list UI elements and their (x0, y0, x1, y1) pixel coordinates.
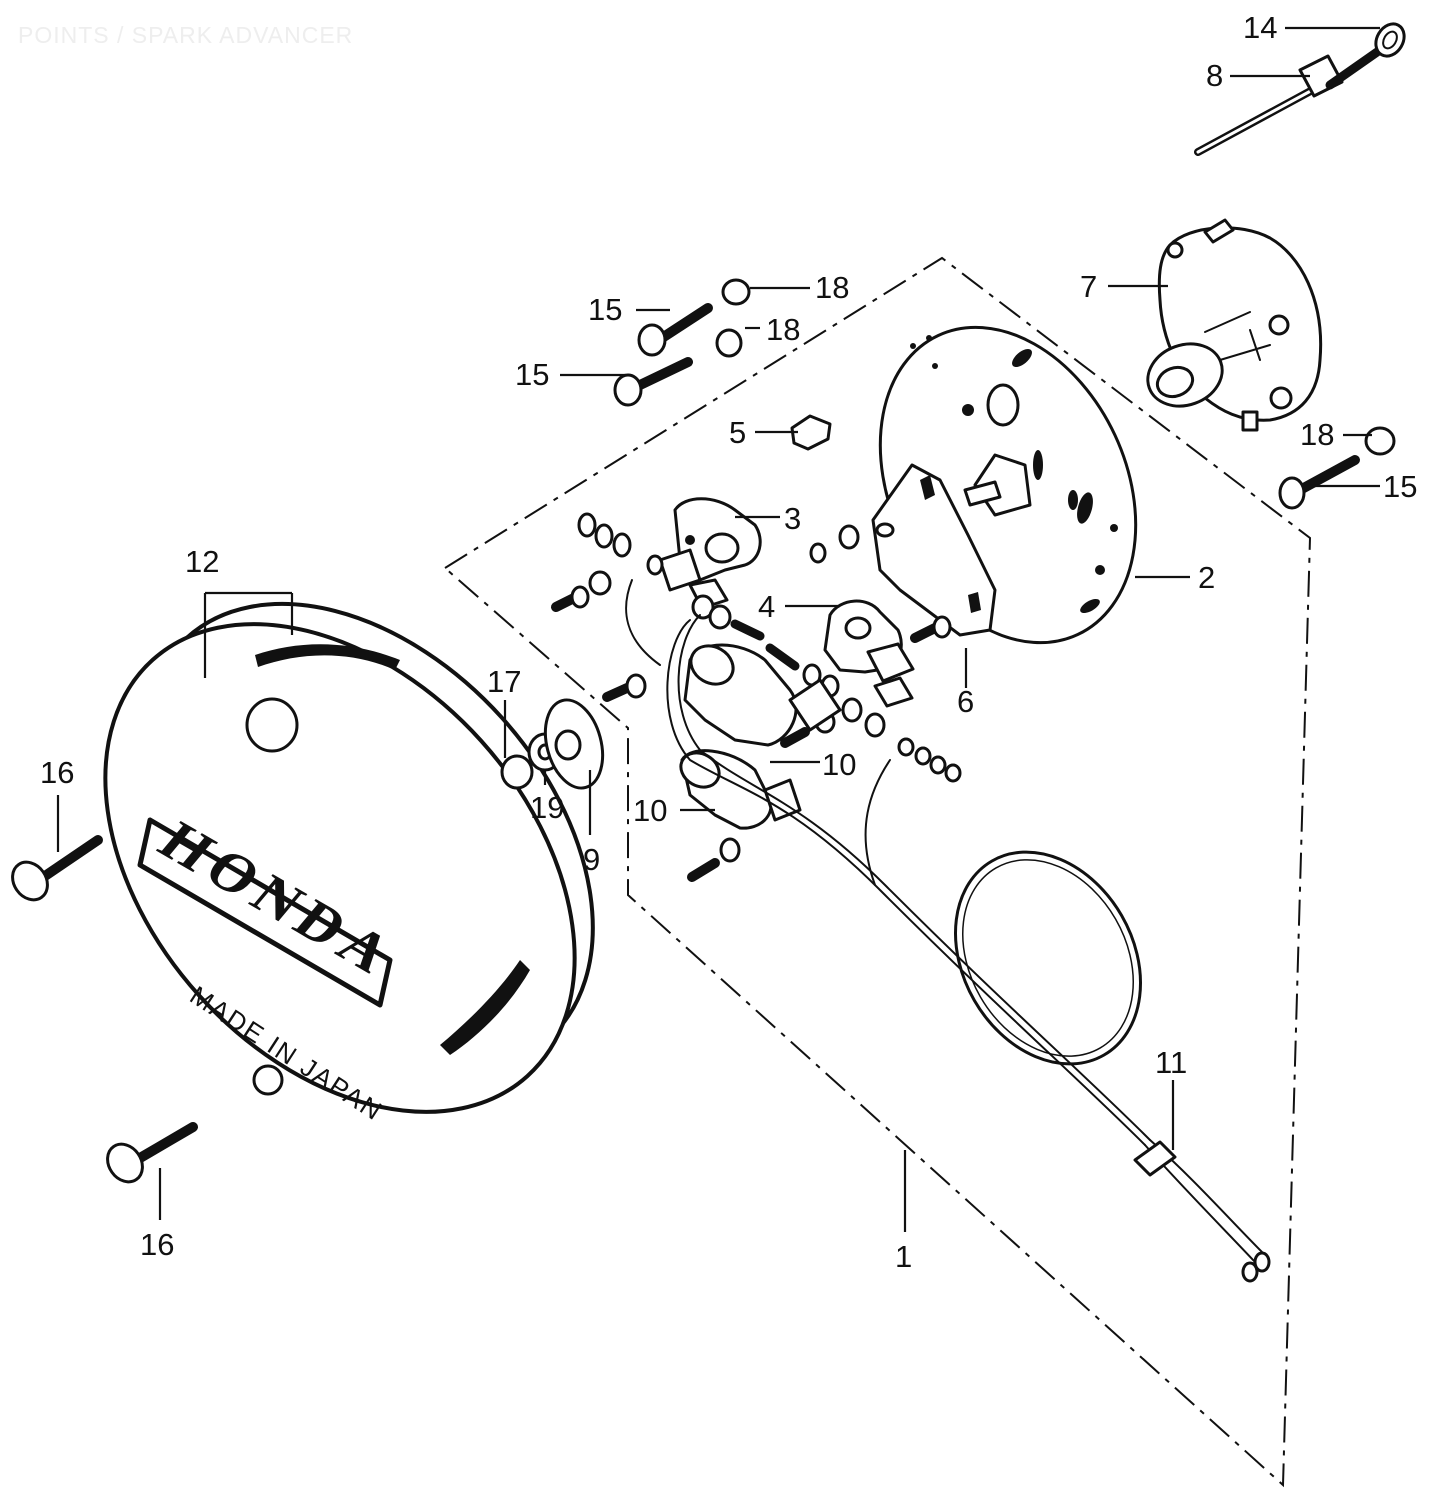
callout-3: 3 (784, 501, 801, 536)
cam-washers (500, 698, 605, 790)
callout-10: 10 (822, 747, 856, 782)
contact-points-lower (823, 599, 915, 708)
callout-15: 15 (1383, 469, 1417, 504)
callout-19: 19 (530, 790, 564, 825)
callout-7: 7 (1080, 269, 1097, 304)
callout-11: 11 (1155, 1045, 1187, 1080)
callout-18: 18 (1300, 417, 1334, 452)
callout-15: 15 (515, 357, 549, 392)
callout-15: 15 (588, 292, 622, 327)
spark-advancer (1146, 218, 1323, 432)
contact-points-upper (658, 497, 762, 610)
callout-18: 18 (815, 270, 849, 305)
callout-10: 10 (633, 793, 667, 828)
callouts: 14 8 18 15 18 15 7 5 18 15 3 2 4 6 12 17… (40, 10, 1417, 1274)
advancer-bolt (1194, 22, 1406, 156)
callout-5: 5 (729, 415, 746, 450)
callout-1: 1 (895, 1239, 912, 1274)
page-title: POINTS / SPARK ADVANCER (18, 22, 354, 48)
wiring-harness (625, 579, 1271, 1283)
sub-plate (871, 463, 997, 637)
callout-2: 2 (1198, 560, 1215, 595)
callout-8: 8 (1206, 58, 1223, 93)
points-cover: HONDA MADE IN JAPAN (103, 601, 595, 1127)
cover-screws (11, 835, 198, 1184)
callout-14: 14 (1243, 10, 1277, 45)
callout-12: 12 (185, 544, 219, 579)
callout-18: 18 (766, 312, 800, 347)
assembly-boundary (444, 256, 1312, 1488)
callout-16: 16 (140, 1227, 174, 1262)
callout-17: 17 (487, 664, 521, 699)
callout-6: 6 (957, 684, 974, 719)
condensers (679, 643, 842, 830)
callout-9: 9 (583, 842, 600, 877)
callout-4: 4 (758, 589, 775, 624)
leader-lines (56, 26, 1380, 1232)
bolts-washers (613, 278, 1396, 510)
callout-16: 16 (40, 755, 74, 790)
